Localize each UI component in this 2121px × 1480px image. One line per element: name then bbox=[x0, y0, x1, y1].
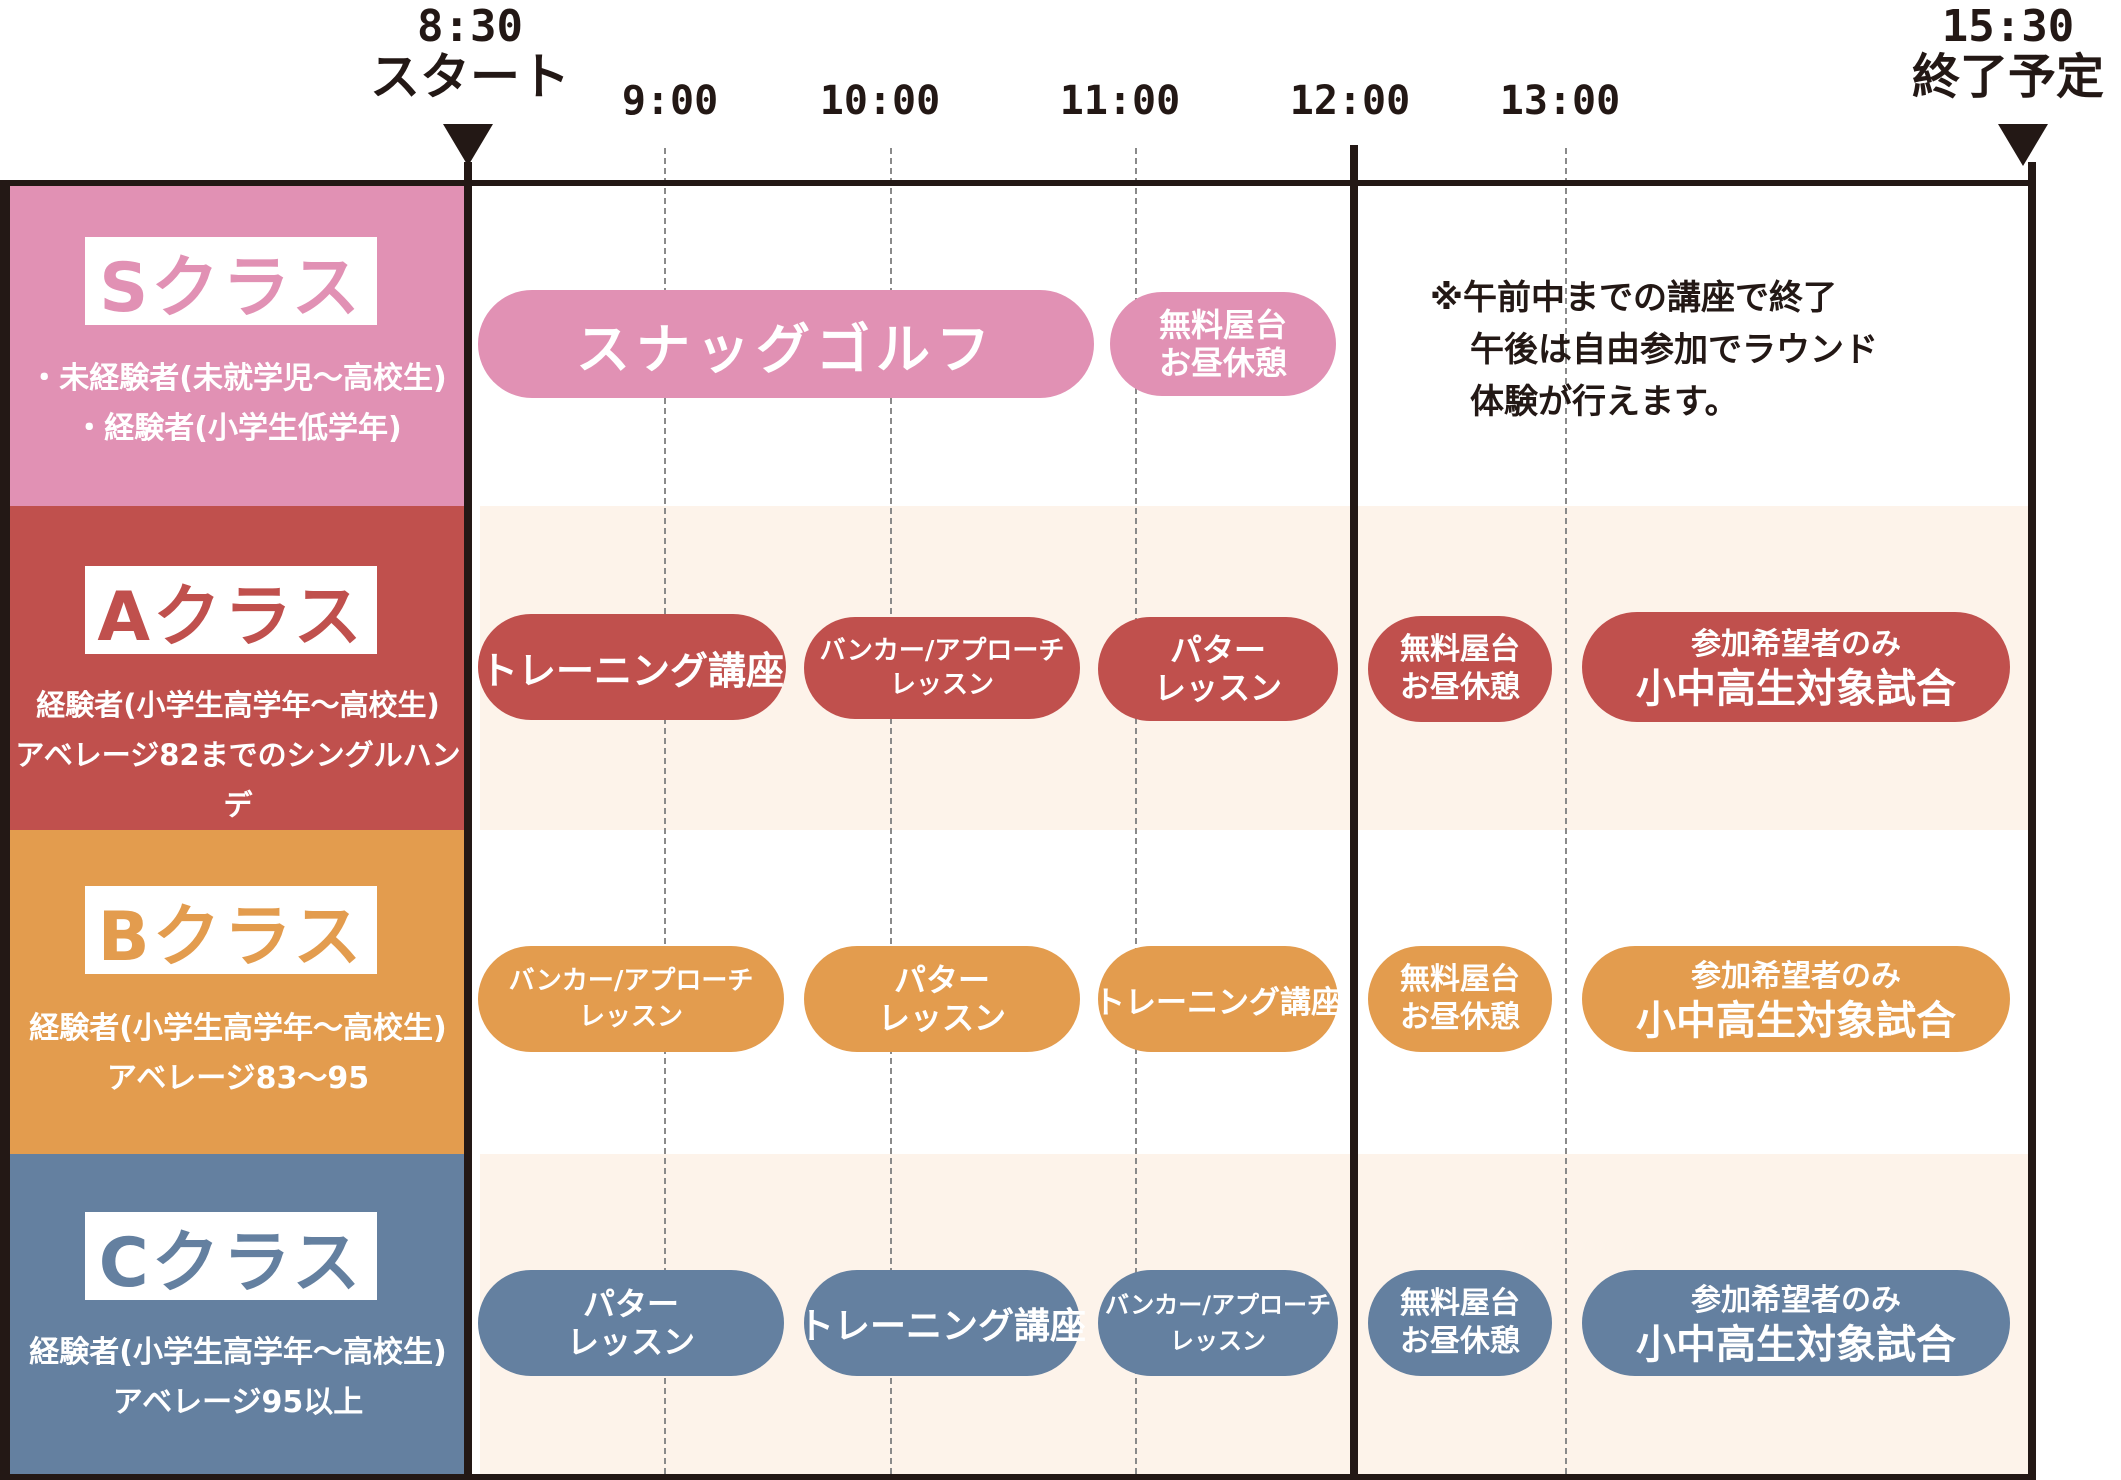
c-match-1: 参加希望者のみ bbox=[1691, 1283, 1901, 1318]
c-bunker: バンカー/アプローチ レッスン bbox=[1098, 1270, 1338, 1376]
c-match-2: 小中高生対象試合 bbox=[1636, 1322, 1956, 1368]
time-end-value: 15:30 bbox=[1941, 1, 2075, 52]
c-putter-2: レッスン bbox=[566, 1323, 695, 1361]
class-s-desc: ・未経験者(未就学児～高校生) ・経験者(小学生低学年) bbox=[10, 354, 466, 454]
s-lunch-2: お昼休憩 bbox=[1158, 344, 1287, 382]
a-bunker-2: レッスン bbox=[889, 670, 994, 700]
grid-1100 bbox=[1135, 148, 1137, 1474]
b-match-1: 参加希望者のみ bbox=[1691, 959, 1901, 994]
b-match-2: 小中高生対象試合 bbox=[1636, 998, 1956, 1044]
b-training-label: トレーニング講座 bbox=[1094, 984, 1342, 1021]
class-b-badge: Bクラス bbox=[85, 886, 377, 977]
a-lunch-2: お昼休憩 bbox=[1400, 670, 1520, 705]
time-900: 9:00 bbox=[621, 78, 719, 124]
end-marker bbox=[1998, 124, 2048, 166]
class-c-panel bbox=[10, 1154, 466, 1474]
a-putter: パター レッスン bbox=[1098, 617, 1338, 721]
c-putter: パター レッスン bbox=[478, 1270, 784, 1376]
c-training-label: トレーニング講座 bbox=[798, 1306, 1087, 1347]
b-putter-1: パター bbox=[893, 961, 990, 999]
note-line-1: ※午前中までの講座で終了 bbox=[1430, 278, 1838, 318]
grid-1300 bbox=[1565, 148, 1567, 1474]
time-start-label: スタート bbox=[370, 48, 570, 106]
frame-top bbox=[0, 180, 2036, 186]
start-marker bbox=[443, 124, 493, 166]
time-1300: 13:00 bbox=[1499, 78, 1621, 124]
class-c-desc-2: アベレージ95以上 bbox=[112, 1385, 364, 1420]
b-putter-2: レッスン bbox=[877, 999, 1006, 1037]
class-a-panel bbox=[10, 506, 466, 830]
frame-noon bbox=[1350, 145, 1358, 1480]
time-1000: 10:00 bbox=[819, 78, 941, 124]
class-b-panel bbox=[10, 830, 466, 1154]
b-match: 参加希望者のみ 小中高生対象試合 bbox=[1582, 946, 2010, 1052]
class-a-desc-1: 経験者(小学生高学年～高校生) bbox=[36, 688, 440, 722]
frame-right bbox=[2028, 162, 2036, 1480]
b-putter: パター レッスン bbox=[804, 946, 1080, 1052]
b-lunch-1: 無料屋台 bbox=[1400, 962, 1520, 997]
b-lunch-2: お昼休憩 bbox=[1400, 1000, 1520, 1035]
class-c-desc: 経験者(小学生高学年～高校生) アベレージ95以上 bbox=[10, 1328, 466, 1428]
a-lunch-1: 無料屋台 bbox=[1400, 632, 1520, 667]
class-b-desc-2: アベレージ83～95 bbox=[106, 1061, 370, 1096]
note-line-3: 体験が行えます。 bbox=[1470, 382, 1739, 422]
a-match-1: 参加希望者のみ bbox=[1691, 627, 1901, 662]
time-1100: 11:00 bbox=[1059, 78, 1181, 124]
a-training-label: トレーニング講座 bbox=[479, 648, 784, 693]
class-a-badge: Aクラス bbox=[85, 566, 377, 657]
c-match: 参加希望者のみ 小中高生対象試合 bbox=[1582, 1270, 2010, 1376]
b-bunker-2: レッスン bbox=[578, 1002, 683, 1032]
s-lunch-1: 無料屋台 bbox=[1158, 306, 1287, 344]
a-bunker-1: バンカー/アプローチ bbox=[819, 636, 1065, 666]
a-training: トレーニング講座 bbox=[478, 614, 786, 720]
c-training: トレーニング講座 bbox=[798, 1270, 1086, 1376]
a-match: 参加希望者のみ 小中高生対象試合 bbox=[1582, 612, 2010, 722]
time-1200: 12:00 bbox=[1289, 78, 1411, 124]
c-lunch: 無料屋台 お昼休憩 bbox=[1368, 1270, 1552, 1376]
a-putter-1: パター bbox=[1169, 631, 1266, 669]
class-a-desc-2: アベレージ82までのシングルハンデ bbox=[15, 738, 461, 822]
time-end-label: 終了予定 bbox=[1911, 49, 2104, 105]
class-s-badge: Sクラス bbox=[85, 237, 377, 328]
c-putter-1: パター bbox=[582, 1285, 679, 1323]
b-training: トレーニング講座 bbox=[1094, 946, 1342, 1052]
frame-bottom bbox=[0, 1474, 2036, 1480]
note-line-2: 午後は自由参加でラウンド bbox=[1470, 330, 1878, 370]
class-b-desc-1: 経験者(小学生高学年～高校生) bbox=[29, 1011, 447, 1046]
a-bunker: バンカー/アプローチ レッスン bbox=[804, 617, 1080, 719]
c-bunker-1: バンカー/アプローチ bbox=[1105, 1291, 1331, 1319]
s-snag-golf-label: スナッグゴルフ bbox=[576, 317, 996, 381]
a-lunch: 無料屋台 お昼休憩 bbox=[1368, 616, 1552, 722]
grid-900 bbox=[664, 148, 666, 1474]
s-snag-golf: スナッグゴルフ bbox=[478, 290, 1094, 398]
s-afternoon-note: ※午前中までの講座で終了 午後は自由参加でラウンド 体験が行えます。 bbox=[1430, 272, 1950, 428]
b-lunch: 無料屋台 お昼休憩 bbox=[1368, 946, 1552, 1052]
frame-start bbox=[464, 162, 472, 1480]
grid-1000 bbox=[890, 148, 892, 1474]
frame-left bbox=[0, 180, 10, 1480]
a-match-2: 小中高生対象試合 bbox=[1636, 666, 1956, 712]
class-s-desc-1: ・未経験者(未就学児～高校生) bbox=[29, 361, 447, 396]
s-lunch: 無料屋台 お昼休憩 bbox=[1110, 292, 1336, 396]
b-bunker-1: バンカー/アプローチ bbox=[508, 966, 754, 996]
time-start: 8:30 スタート bbox=[370, 1, 570, 106]
c-lunch-2: お昼休憩 bbox=[1400, 1324, 1520, 1359]
c-lunch-1: 無料屋台 bbox=[1400, 1286, 1520, 1321]
class-b-desc: 経験者(小学生高学年～高校生) アベレージ83～95 bbox=[10, 1004, 466, 1104]
b-bunker: バンカー/アプローチ レッスン bbox=[478, 946, 784, 1052]
class-a-desc: 経験者(小学生高学年～高校生) アベレージ82までのシングルハンデ bbox=[10, 680, 466, 830]
c-bunker-2: レッスン bbox=[1170, 1327, 1266, 1355]
class-s-desc-2: ・経験者(小学生低学年) bbox=[74, 411, 402, 446]
time-end: 15:30 終了予定 bbox=[1895, 1, 2121, 105]
time-start-value: 8:30 bbox=[417, 1, 523, 52]
class-c-desc-1: 経験者(小学生高学年～高校生) bbox=[29, 1335, 447, 1370]
a-putter-2: レッスン bbox=[1153, 669, 1282, 707]
class-c-badge: Cクラス bbox=[85, 1212, 377, 1303]
